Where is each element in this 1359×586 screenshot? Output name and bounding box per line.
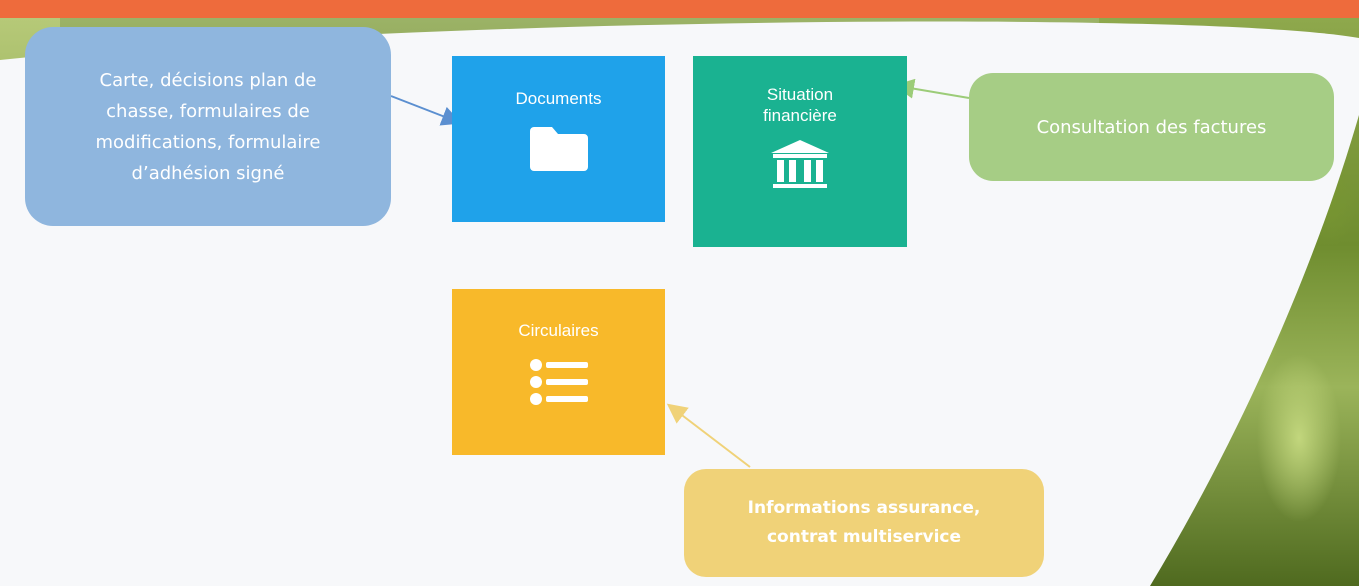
bank-icon (771, 140, 829, 197)
documents-tile-label: Documents (515, 89, 602, 108)
callout-factures-text: Consultation des factures (1036, 116, 1267, 138)
financial-situation-tile[interactable]: Situation financière (693, 56, 907, 247)
folder-icon (529, 125, 588, 176)
callout-documents: Carte, décisions plan de chasse, formula… (25, 27, 391, 226)
callout-documents-line: chasse, formulaires de (106, 100, 310, 122)
circulaires-tile-label: Circulaires (518, 321, 599, 340)
callout-assurance-line: contrat multiservice (766, 527, 962, 547)
callout-documents-line: d’adhésion signé (131, 162, 285, 184)
financial-label-line1: Situation (766, 85, 834, 104)
arrow-docs (390, 95, 462, 126)
financial-label-line2: financière (763, 106, 837, 125)
documents-tile[interactable]: Documents (452, 56, 665, 222)
callout-assurance-line: Informations assurance, (747, 498, 981, 518)
callout-documents-line: Carte, décisions plan de (99, 69, 317, 91)
circulaires-tile[interactable]: Circulaires (452, 289, 665, 455)
callout-assurance: Informations assurance, contrat multiser… (684, 469, 1044, 577)
callout-documents-line: modifications, formulaire (95, 131, 321, 153)
financial-situation-tile-label: Situation financière (763, 84, 837, 126)
list-icon (529, 359, 588, 410)
callout-factures: Consultation des factures (969, 73, 1334, 181)
arrow-assurance (666, 403, 751, 468)
arrow-factures (894, 78, 970, 99)
top-accent-bar (0, 0, 1359, 18)
